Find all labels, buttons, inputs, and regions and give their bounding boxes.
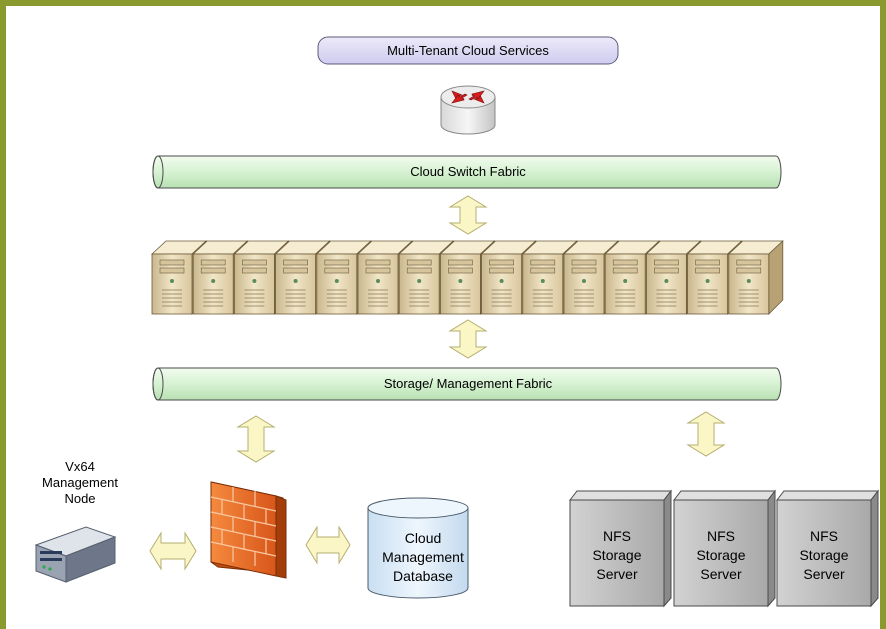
nfs-server-1-label-line2: Storage [592, 547, 641, 563]
arrow-servers-to-storage-fabric [448, 319, 488, 359]
rack-server-icon [34, 526, 117, 583]
nfs-server-1: NFS Storage Server [568, 489, 673, 608]
arrow-storage-fabric-to-nfs [686, 411, 726, 457]
nfs-server-2-label-line1: NFS [707, 528, 735, 544]
nfs-server-3-label-line2: Storage [799, 547, 848, 563]
nfs-server-2-label-line2: Storage [696, 547, 745, 563]
nfs-server-1-label-line1: NFS [603, 528, 631, 544]
arrow-node-to-firewall [149, 531, 197, 571]
arrow-storage-fabric-to-firewall [236, 415, 276, 463]
cloud-switch-fabric-label: Cloud Switch Fabric [410, 164, 526, 179]
nfs-server-3: NFS Storage Server [775, 489, 880, 608]
nfs-server-2-label-line3: Server [700, 566, 742, 582]
management-node: Vx64 Management Node [34, 459, 118, 583]
cloud-services-label: Multi-Tenant Cloud Services [317, 36, 619, 65]
management-node-label-line2: Management [42, 475, 118, 490]
storage-fabric-label: Storage/ Management Fabric [384, 376, 553, 391]
server-tower-icon [521, 240, 578, 315]
arrow-firewall-to-database [305, 525, 351, 565]
nfs-server-2: NFS Storage Server [672, 489, 777, 608]
database-label-line1: Cloud [405, 530, 442, 546]
server-tower-icon [727, 240, 784, 315]
database-label-line2: Management [382, 549, 464, 565]
database-icon: Cloud Management Database [367, 497, 469, 599]
management-node-label-line1: Vx64 [65, 459, 95, 474]
server-row [150, 240, 784, 315]
firewall-icon [210, 481, 287, 579]
horizontal-arrows [149, 525, 351, 571]
nfs-server-3-label-line1: NFS [810, 528, 838, 544]
storage-management-fabric: Storage/ Management Fabric [152, 367, 782, 401]
database-label-line3: Database [393, 568, 453, 584]
cloud-switch-fabric: Cloud Switch Fabric [152, 155, 782, 189]
cloud-services-text: Multi-Tenant Cloud Services [387, 43, 549, 58]
arrow-fabric-to-servers [448, 195, 488, 235]
router-icon [440, 85, 496, 135]
management-node-label-line3: Node [64, 491, 95, 506]
vertical-arrows [236, 195, 726, 463]
nfs-server-3-label-line3: Server [803, 566, 845, 582]
nfs-server-1-label-line3: Server [596, 566, 638, 582]
